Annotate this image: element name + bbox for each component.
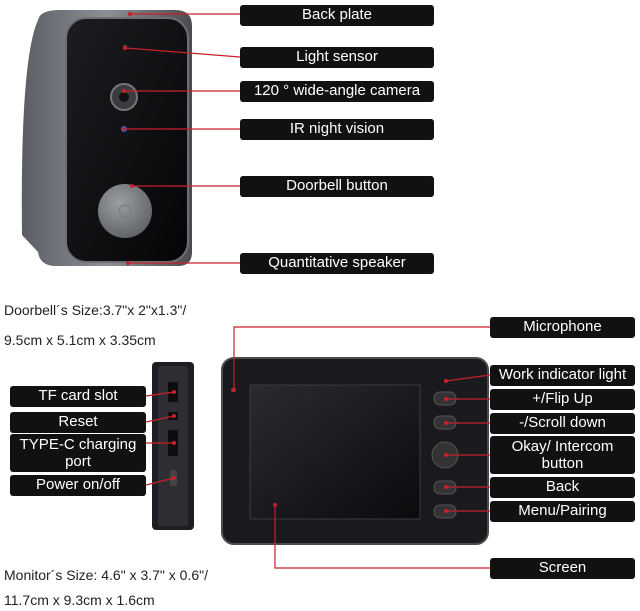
label-back-plate: Back plate xyxy=(240,5,434,26)
label-light-sensor: Light sensor xyxy=(240,47,434,68)
doorbell-size-line2: 9.5cm x 5.1cm x 3.35cm xyxy=(4,332,156,348)
monitor-size-line1: Monitor´s Size: 4.6" x 3.7" x 0.6"/ xyxy=(4,567,208,583)
label-power: Power on/off xyxy=(10,475,146,496)
leader-dots xyxy=(122,12,448,513)
monitor-side-view xyxy=(152,362,194,530)
doorbell-size-line1: Doorbell´s Size:3.7"x 2"x1.3"/ xyxy=(4,302,187,318)
leader-lines xyxy=(124,13,491,569)
label-type-c-port: TYPE-C charging port xyxy=(10,434,146,472)
monitor-device xyxy=(221,357,489,545)
label-ir-night-vision: IR night vision xyxy=(240,119,434,140)
label-speaker: Quantitative speaker xyxy=(240,253,434,274)
label-tf-card-slot: TF card slot xyxy=(10,386,146,407)
monitor-size-line2: 11.7cm x 9.3cm x 1.6cm xyxy=(4,592,155,608)
label-okay-intercom: Okay/ Intercom button xyxy=(490,436,635,474)
label-camera: 120 ° wide-angle camera xyxy=(240,81,434,102)
label-flip-up: +/Flip Up xyxy=(490,389,635,410)
label-doorbell-button: Doorbell button xyxy=(240,176,434,197)
label-back: Back xyxy=(490,477,635,498)
label-reset: Reset xyxy=(10,412,146,433)
label-work-indicator: Work indicator light xyxy=(490,365,635,386)
label-screen: Screen xyxy=(490,558,635,579)
doorbell-device xyxy=(21,10,192,266)
label-microphone: Microphone xyxy=(490,317,635,338)
label-menu-pairing: Menu/Pairing xyxy=(490,501,635,522)
label-scroll-down: -/Scroll down xyxy=(490,413,635,434)
doorbell-button-shape xyxy=(98,184,152,238)
